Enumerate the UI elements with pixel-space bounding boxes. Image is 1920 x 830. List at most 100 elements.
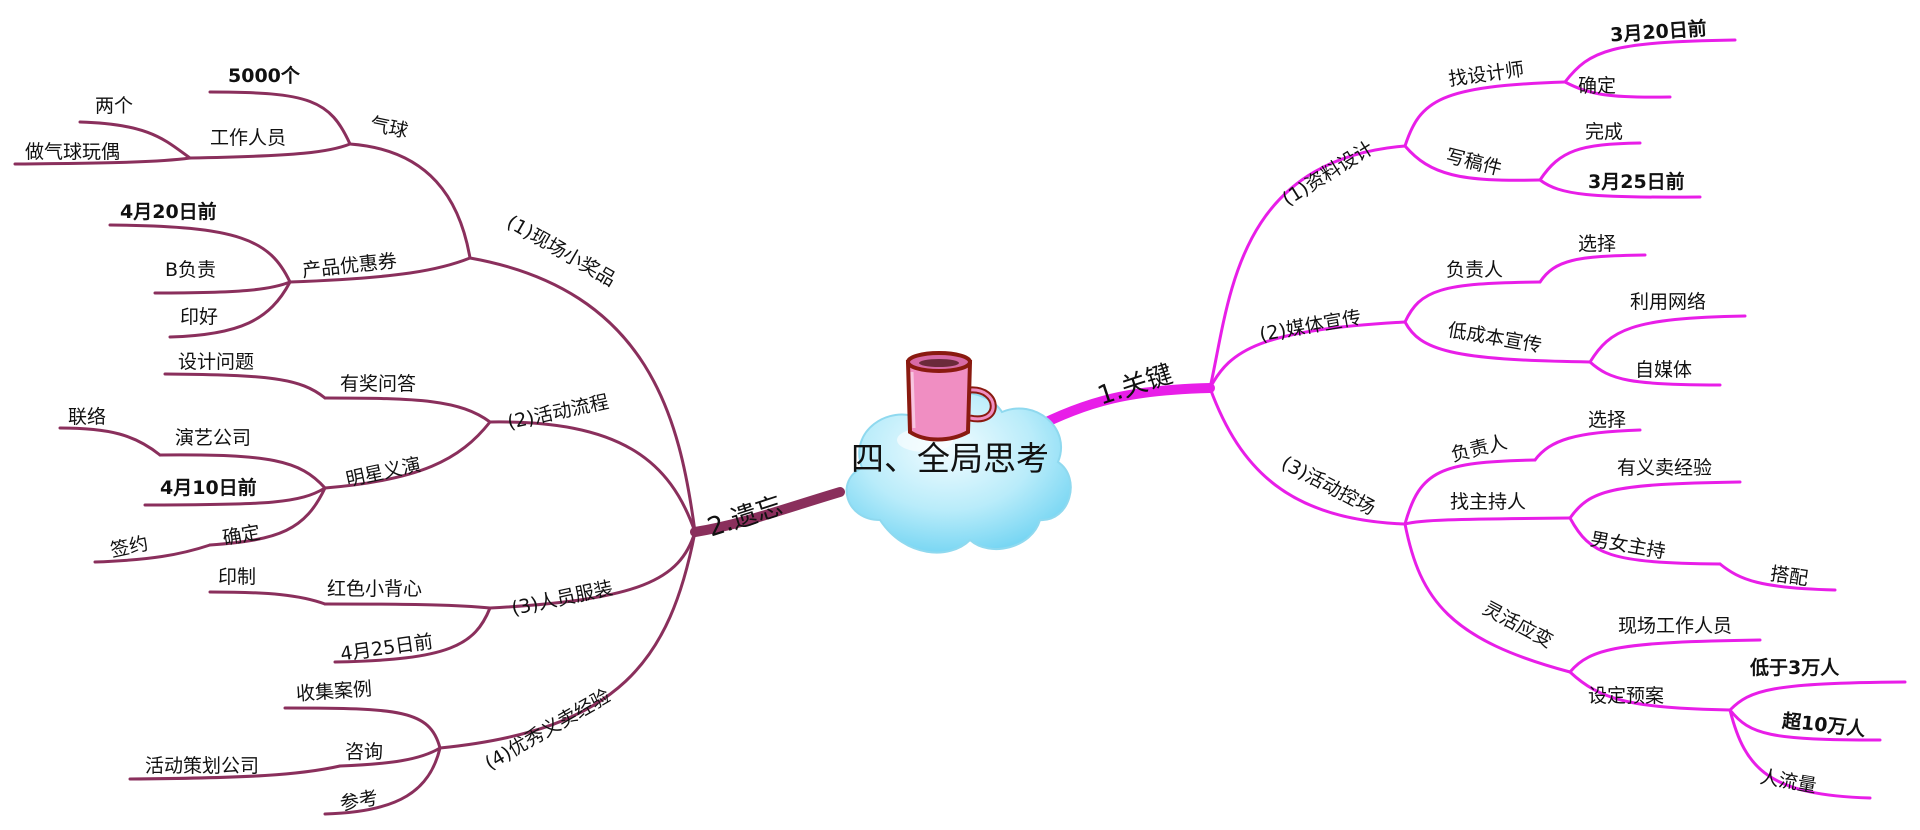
connector-l1a-2 — [188, 142, 352, 160]
connector-l2-a — [323, 396, 492, 424]
node-l4[interactable]: (4)优秀义卖经验 — [481, 685, 614, 775]
node-l2-a[interactable]: 有奖问答 — [340, 373, 416, 395]
node-l2-a-1[interactable]: 设计问题 — [178, 351, 254, 373]
connector-l4-b — [338, 746, 442, 768]
connector-l2b3-1 — [93, 543, 212, 564]
connector-l1b-2 — [153, 280, 292, 295]
node-l2[interactable]: (2)活动流程 — [506, 391, 611, 434]
connector-right-2 — [1208, 320, 1407, 390]
connector-r1b-2 — [1538, 178, 1702, 199]
node-r2-a-1[interactable]: 选择 — [1578, 233, 1616, 255]
connector-left-4 — [438, 530, 697, 750]
connector-l2b1-1 — [58, 426, 162, 457]
connector-r3b-2 — [1568, 516, 1722, 566]
node-l4-a[interactable]: 收集案例 — [295, 678, 372, 705]
connector-l1a2-1 — [78, 120, 192, 160]
node-l3[interactable]: (3)人员服装 — [510, 577, 615, 620]
node-l1[interactable]: (1)现场小奖品 — [503, 211, 620, 291]
connector-r2-b — [1403, 320, 1592, 364]
node-l2-b[interactable]: 明星义演 — [344, 454, 423, 491]
connector-r3b-1 — [1568, 480, 1742, 520]
left-branch-group — [13, 90, 845, 816]
node-r2-a[interactable]: 负责人 — [1446, 259, 1503, 281]
connector-l2b-3 — [208, 486, 327, 547]
center-node[interactable]: 四、全局思考 — [845, 351, 1072, 554]
node-l1-a-4[interactable]: 做气球玩偶 — [25, 141, 120, 163]
node-l1-b-1[interactable]: 4月20日前 — [120, 200, 217, 223]
node-l2-b-2[interactable]: 联络 — [68, 406, 106, 428]
node-r2-b[interactable]: 低成本宣传 — [1446, 319, 1543, 357]
connector-l3a-1 — [208, 590, 327, 606]
node-r3-c-2[interactable]: 设定预案 — [1588, 685, 1664, 707]
connector-r2b-2 — [1588, 360, 1722, 387]
node-r1[interactable]: (1)资料设计 — [1279, 137, 1378, 210]
connector-l2a-1 — [163, 372, 327, 400]
connector-r1-a — [1403, 80, 1567, 148]
connector-r2a-1 — [1538, 253, 1647, 284]
node-r2-b-1[interactable]: 利用网络 — [1630, 291, 1706, 313]
node-r3-b[interactable]: 找主持人 — [1450, 491, 1526, 513]
connector-r2-a — [1403, 280, 1542, 324]
connector-left-1 — [468, 256, 697, 534]
node-l3-a[interactable]: 红色小背心 — [327, 578, 422, 600]
node-l4-c[interactable]: 参考 — [338, 787, 379, 815]
connector-r1-b — [1403, 144, 1542, 182]
node-l2-b-4[interactable]: 确定 — [221, 521, 262, 549]
main-branch-label-right[interactable]: 1.关键 — [1094, 359, 1176, 411]
connector-r3-c — [1403, 522, 1572, 674]
node-l1-a[interactable]: 气球 — [368, 113, 410, 142]
connector-main-left — [690, 487, 845, 537]
node-r1-b-2[interactable]: 3月25日前 — [1588, 170, 1685, 193]
node-l4-b[interactable]: 咨询 — [345, 741, 383, 763]
node-l1-a-3[interactable]: 两个 — [95, 95, 133, 117]
connector-l1b-3 — [168, 280, 292, 339]
connector-r3c-1 — [1568, 638, 1762, 674]
connector-r3c2-2 — [1728, 708, 1882, 742]
node-l1-b-3[interactable]: 印好 — [180, 306, 218, 328]
connector-left-2 — [488, 420, 697, 534]
connector-r3c-2 — [1568, 670, 1732, 712]
connector-r3a-1 — [1533, 428, 1642, 462]
node-l1-b-2[interactable]: B负责 — [165, 259, 216, 281]
node-l2-b-1[interactable]: 演艺公司 — [175, 427, 251, 449]
node-r3-b-1[interactable]: 有义卖经验 — [1617, 457, 1712, 479]
connector-r3b2-1 — [1718, 562, 1837, 592]
node-r3-c-1[interactable]: 现场工作人员 — [1618, 615, 1732, 637]
connector-main-right — [1025, 383, 1215, 435]
connector-r1a-1 — [1563, 38, 1737, 84]
connector-l4-c — [323, 746, 442, 816]
connector-l2b-1 — [158, 453, 327, 490]
connector-l4-a — [283, 706, 442, 750]
right-branch-group — [1025, 38, 1907, 800]
node-r1-a-2[interactable]: 确定 — [1578, 75, 1616, 97]
connector-l2b-2 — [143, 486, 327, 507]
node-r3-b-3[interactable]: 搭配 — [1769, 563, 1810, 590]
node-r3-a-1[interactable]: 选择 — [1588, 409, 1626, 431]
node-r1-b-1[interactable]: 完成 — [1585, 121, 1623, 143]
connector-l1-a — [348, 142, 472, 260]
node-l1-a-2[interactable]: 工作人员 — [210, 127, 286, 149]
connector-r3c2-3 — [1728, 708, 1872, 800]
node-r3-c-3[interactable]: 低于3万人 — [1749, 656, 1840, 679]
connector-r3-a — [1403, 458, 1537, 526]
node-l3-a-1[interactable]: 印制 — [218, 566, 256, 588]
connector-l2-b — [323, 420, 492, 490]
connector-l1b-1 — [108, 223, 292, 284]
mug-icon — [905, 351, 997, 442]
node-l4-b-1[interactable]: 活动策划公司 — [145, 755, 259, 777]
node-l2-b-3[interactable]: 4月10日前 — [160, 476, 257, 499]
node-l1-a-1[interactable]: 5000个 — [228, 65, 301, 87]
node-r3[interactable]: (3)活动控场 — [1278, 452, 1379, 520]
node-r3-c-5[interactable]: 人流量 — [1758, 766, 1818, 798]
main-branch-label-left[interactable]: 2.遗忘 — [704, 491, 786, 543]
connector-r2b-1 — [1588, 314, 1747, 364]
connector-r3c2-1 — [1728, 680, 1907, 712]
connector-l3-b — [333, 606, 492, 664]
connector-l1-b — [288, 256, 472, 284]
connector-l1a2-2 — [13, 156, 192, 166]
node-r2-b-2[interactable]: 自媒体 — [1635, 359, 1692, 381]
connector-r1a-2 — [1563, 80, 1672, 99]
node-r2[interactable]: (2)媒体宣传 — [1258, 306, 1363, 346]
connector-l3-a — [323, 602, 492, 610]
